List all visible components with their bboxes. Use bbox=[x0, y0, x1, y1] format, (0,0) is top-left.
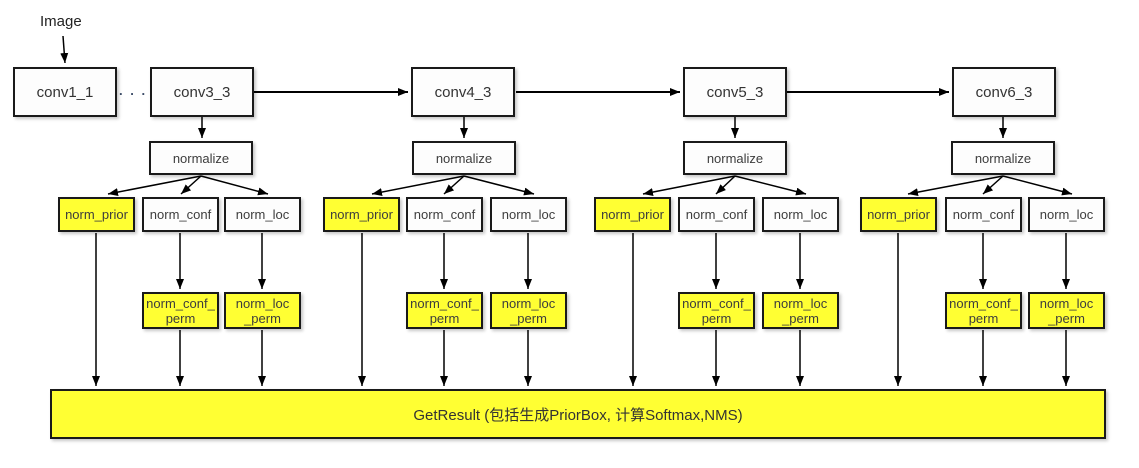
node-normalize-3: normalize bbox=[683, 141, 787, 175]
node-conv5_3: conv5_3 bbox=[683, 67, 787, 117]
node-normalize-1: normalize bbox=[149, 141, 253, 175]
node-norm_conf-4: norm_conf bbox=[945, 197, 1022, 232]
node-norm_conf_perm-4: norm_conf_ perm bbox=[945, 292, 1022, 329]
node-norm_loc-4: norm_loc bbox=[1028, 197, 1105, 232]
node-conv4_3: conv4_3 bbox=[411, 67, 515, 117]
image-input-label: Image bbox=[40, 13, 82, 30]
node-norm_conf-3: norm_conf bbox=[678, 197, 755, 232]
node-conv1_1: conv1_1 bbox=[13, 67, 117, 117]
node-normalize-4: normalize bbox=[951, 141, 1055, 175]
node-norm_loc_perm-1: norm_loc _perm bbox=[224, 292, 301, 329]
node-conv3_3: conv3_3 bbox=[150, 67, 254, 117]
node-norm_loc-3: norm_loc bbox=[762, 197, 839, 232]
node-norm_loc_perm-2: norm_loc _perm bbox=[490, 292, 567, 329]
ellipsis: . . . bbox=[119, 83, 148, 98]
node-norm_prior-2: norm_prior bbox=[323, 197, 400, 232]
node-norm_loc_perm-3: norm_loc _perm bbox=[762, 292, 839, 329]
node-norm_loc-2: norm_loc bbox=[490, 197, 567, 232]
node-norm_loc_perm-4: norm_loc _perm bbox=[1028, 292, 1105, 329]
node-norm_conf-2: norm_conf bbox=[406, 197, 483, 232]
node-getresult: GetResult (包括生成PriorBox, 计算Softmax,NMS) bbox=[50, 389, 1106, 439]
node-norm_conf-1: norm_conf bbox=[142, 197, 219, 232]
node-norm_prior-1: norm_prior bbox=[58, 197, 135, 232]
node-norm_prior-3: norm_prior bbox=[594, 197, 671, 232]
node-norm_conf_perm-3: norm_conf_ perm bbox=[678, 292, 755, 329]
node-norm_prior-4: norm_prior bbox=[860, 197, 937, 232]
node-norm_loc-1: norm_loc bbox=[224, 197, 301, 232]
node-norm_conf_perm-1: norm_conf_ perm bbox=[142, 292, 219, 329]
arrow-image-to-conv1 bbox=[60, 35, 69, 64]
node-norm_conf_perm-2: norm_conf_ perm bbox=[406, 292, 483, 329]
node-normalize-2: normalize bbox=[412, 141, 516, 175]
node-conv6_3: conv6_3 bbox=[952, 67, 1056, 117]
